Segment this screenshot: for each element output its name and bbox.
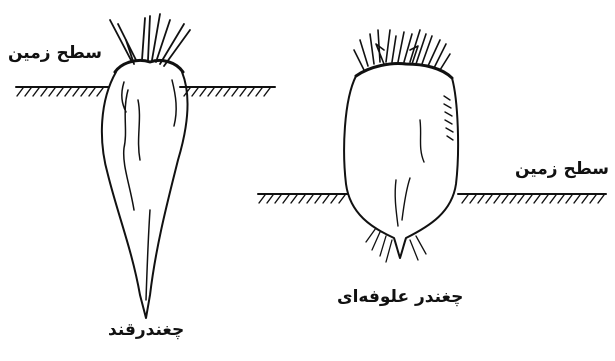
ground-surface-label-left: سطح زمین [8, 45, 102, 62]
ground-hatch [57, 88, 63, 96]
ground-hatch [478, 195, 484, 203]
fodder-beet-illustration [258, 30, 606, 262]
fodder-beet-crown [356, 64, 452, 79]
ground-hatch [291, 195, 297, 203]
ground-hatch [518, 195, 524, 203]
ground-hatch [200, 88, 206, 96]
sugar-beet-crown [115, 60, 183, 72]
ground-hatch [216, 88, 222, 96]
ground-line-left [16, 87, 275, 96]
ground-hatch [307, 195, 313, 203]
ground-hatch [25, 88, 31, 96]
ground-hatch [574, 195, 580, 203]
ground-hatch [566, 195, 572, 203]
ground-hatch [558, 195, 564, 203]
ground-hatch [331, 195, 337, 203]
ground-hatch [65, 88, 71, 96]
ground-hatch [33, 88, 39, 96]
sugar-beet-root [102, 72, 188, 318]
ground-hatch [550, 195, 556, 203]
ground-hatch [315, 195, 321, 203]
ground-hatch [232, 88, 238, 96]
ground-line-right [258, 194, 606, 203]
ground-hatch [81, 88, 87, 96]
ground-hatch [526, 195, 532, 203]
ground-surface-label-right: سطح زمین [515, 161, 609, 178]
ground-hatch [267, 195, 273, 203]
ground-hatch [542, 195, 548, 203]
ground-hatch [598, 195, 604, 203]
ground-hatch [283, 195, 289, 203]
sugar-beet-texture [122, 80, 176, 300]
ground-hatch [49, 88, 55, 96]
ground-hatch [470, 195, 476, 203]
ground-hatch [323, 195, 329, 203]
ground-hatch [17, 88, 23, 96]
sugar-beet-label: چغندرقند [108, 322, 184, 339]
ground-hatch [259, 195, 265, 203]
ground-hatch [73, 88, 79, 96]
ground-hatch [494, 195, 500, 203]
ground-hatch [339, 195, 345, 203]
fodder-beet-shading [395, 96, 453, 226]
ground-hatch [582, 195, 588, 203]
ground-hatch [510, 195, 516, 203]
ground-hatch [462, 195, 468, 203]
fodder-beet-root [344, 76, 458, 258]
ground-hatch [89, 88, 95, 96]
ground-hatch [192, 88, 198, 96]
ground-hatch [208, 88, 214, 96]
ground-hatch [299, 195, 305, 203]
ground-hatch [590, 195, 596, 203]
fodder-beet-label: چغندر علوفه‌ای [337, 289, 463, 306]
ground-hatch [486, 195, 492, 203]
ground-hatch [275, 195, 281, 203]
ground-hatch [256, 88, 262, 96]
ground-hatch [502, 195, 508, 203]
ground-hatch [264, 88, 270, 96]
ground-hatch [534, 195, 540, 203]
ground-hatch [240, 88, 246, 96]
ground-hatch [97, 88, 103, 96]
ground-hatch [224, 88, 230, 96]
ground-hatch [41, 88, 47, 96]
ground-hatch [248, 88, 254, 96]
sugar-beet-leaf-stems [110, 14, 190, 66]
